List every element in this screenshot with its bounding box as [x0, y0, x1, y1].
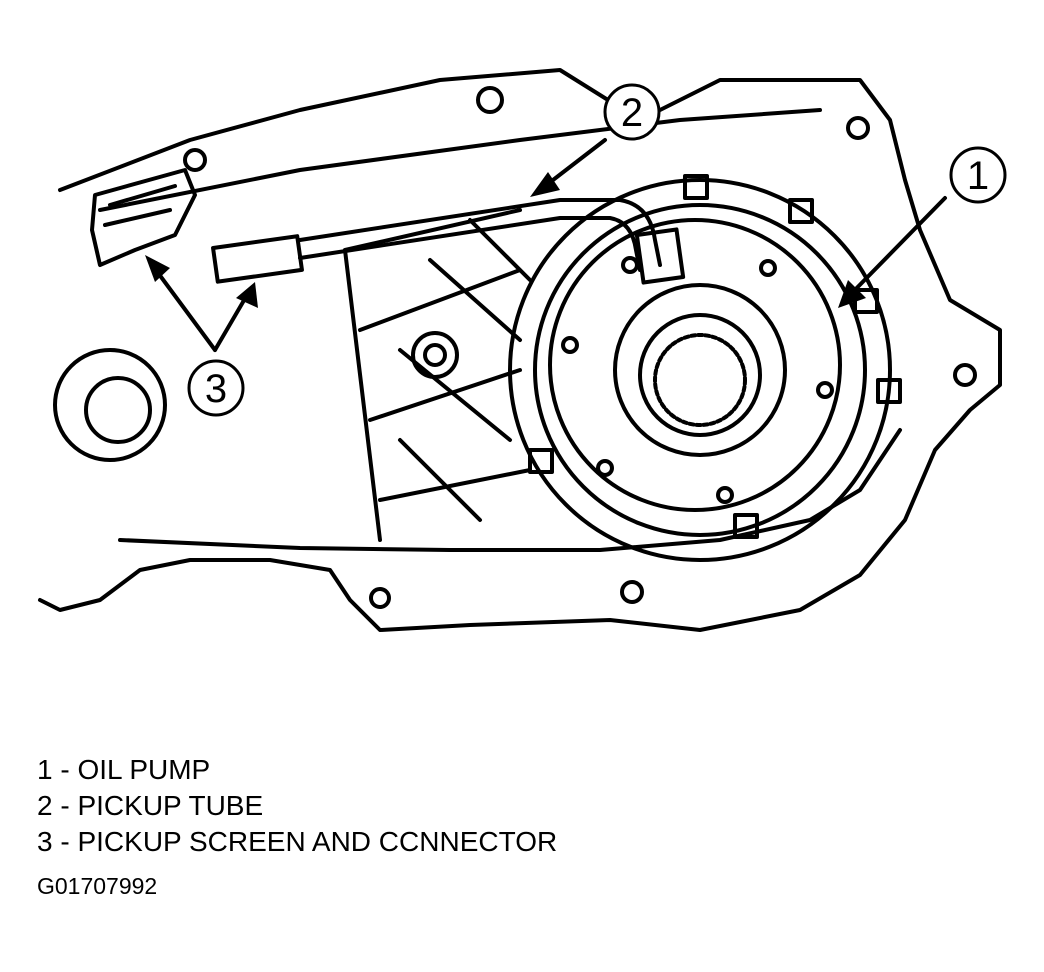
pump-bolt: [561, 336, 579, 354]
legend-number: 3: [37, 826, 53, 857]
pickup-tube: [298, 198, 662, 267]
legend-number: 2: [37, 790, 53, 821]
pump-body: [548, 218, 842, 512]
legend-item: 3 - PICKUP SCREEN AND CCNNECTOR: [37, 824, 557, 860]
tube-fitting: [634, 227, 686, 285]
housing-top-edge: [98, 108, 822, 212]
arrowhead: [530, 172, 560, 197]
legend-separator: -: [52, 790, 78, 821]
housing-inner-edge: [118, 428, 902, 552]
legend: 1 - OIL PUMP 2 - PICKUP TUBE 3 - PICKUP …: [37, 752, 557, 860]
callout-number-3: 3: [205, 367, 227, 411]
legend-label: PICKUP TUBE: [77, 790, 264, 821]
pump-tab: [733, 513, 759, 539]
legend-separator: -: [52, 826, 78, 857]
bolt-hole: [476, 86, 504, 114]
rib-lattice: [343, 208, 532, 542]
pump-bolt: [621, 256, 639, 274]
transfer-case-line-drawing: 1 2 3: [38, 68, 1007, 632]
housing-outline: [38, 68, 1002, 632]
left-bore-inner: [84, 376, 152, 444]
tube-collar: [211, 234, 304, 284]
callout-circle-1: [949, 146, 1007, 204]
pump-bolt: [596, 459, 614, 477]
bolt-hole: [953, 363, 977, 387]
bolt-hole: [846, 116, 870, 140]
pickup-screen-edge: [103, 184, 177, 227]
pump-outer-ring: [508, 178, 892, 562]
legend-item: 2 - PICKUP TUBE: [37, 788, 557, 824]
bolt-hole: [183, 148, 207, 172]
pump-bore-inner: [638, 313, 762, 437]
left-bore: [53, 348, 167, 462]
legend-number: 1: [37, 754, 53, 785]
boss: [411, 331, 459, 379]
figure-id: G01707992: [37, 873, 158, 899]
callout-number-2: 2: [621, 91, 643, 135]
pump-ring: [533, 203, 867, 537]
callout-arrow-1: [843, 196, 947, 302]
pump-tab: [788, 198, 814, 224]
bolt-hole: [369, 587, 391, 609]
boss-inner: [423, 343, 447, 367]
pickup-screen: [90, 168, 197, 267]
callout-circle-3: [187, 359, 245, 417]
pump-tab: [876, 378, 902, 404]
pump-tab: [683, 174, 709, 200]
legend-item: 1 - OIL PUMP: [37, 752, 557, 788]
legend-label: PICKUP SCREEN AND CCNNECTOR: [77, 826, 558, 857]
bolt-hole: [620, 580, 644, 604]
pump-bolt: [816, 381, 834, 399]
arrowhead: [145, 255, 170, 282]
callout-number-1: 1: [967, 154, 989, 198]
callout-arrow-3a: [148, 260, 217, 352]
pump-bolt: [716, 486, 734, 504]
pickup-tube: [298, 216, 642, 272]
legend-separator: -: [52, 754, 78, 785]
pump-bore: [613, 283, 787, 457]
callout-circle-2: [603, 83, 661, 141]
legend-label: OIL PUMP: [77, 754, 211, 785]
pump-tab: [528, 448, 554, 474]
arrowhead: [236, 282, 258, 308]
arrowhead: [838, 280, 866, 308]
pump-bolt: [759, 259, 777, 277]
pump-spline: [653, 333, 747, 427]
